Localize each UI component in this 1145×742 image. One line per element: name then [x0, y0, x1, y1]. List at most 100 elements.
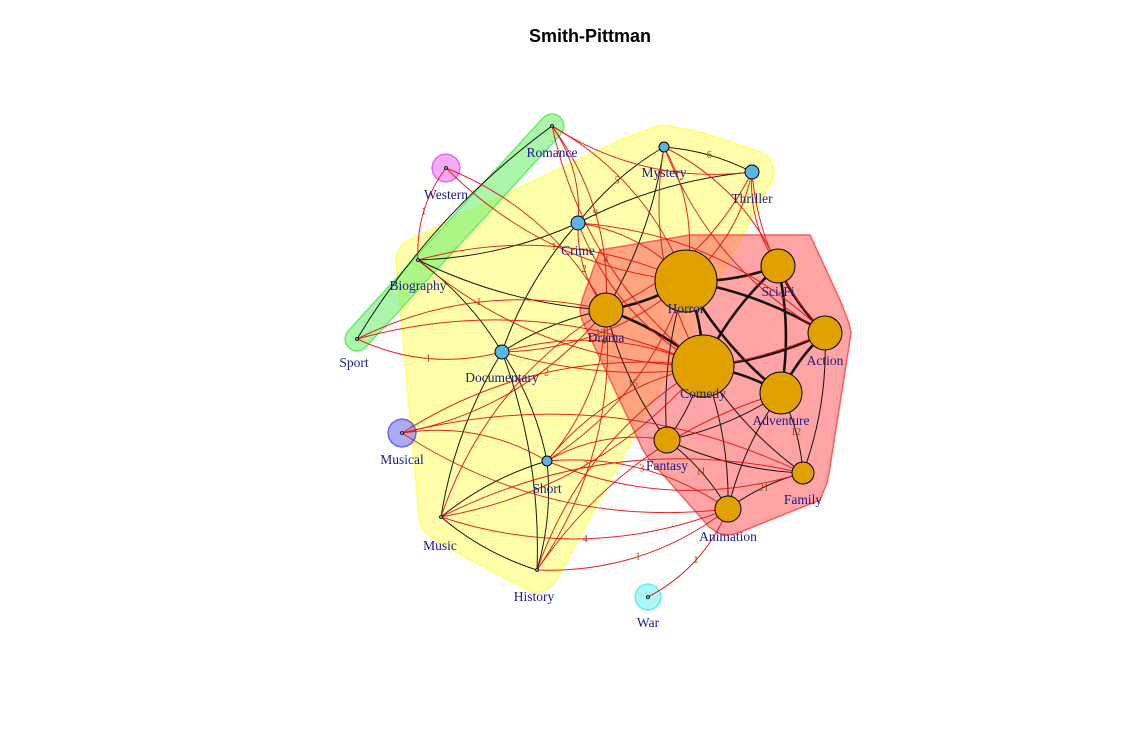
- node-label-family: Family: [784, 492, 823, 507]
- edge-musical-short: [401, 429, 548, 462]
- chart-title: Smith-Pittman: [528, 26, 651, 46]
- edge-sport-drama: [356, 299, 607, 340]
- edge-short-drama: [546, 309, 607, 462]
- node-thriller: [744, 164, 760, 180]
- edge-mystery-thriller: [663, 146, 753, 173]
- edge-weight-label: 4: [601, 336, 606, 347]
- edge-crime-biography: [417, 222, 579, 261]
- edge-weight-label: 1: [551, 241, 556, 252]
- node-label-comedy: Comedy: [680, 386, 726, 401]
- node-war: [646, 595, 650, 599]
- edge-history-comedy: [536, 365, 704, 571]
- edge-history-drama: [536, 309, 609, 571]
- node-mystery: [658, 141, 670, 153]
- edge-thriller-crime: [577, 171, 753, 224]
- edge-weight-label: 3: [639, 464, 644, 475]
- edge-documentary-action: [501, 332, 826, 373]
- edge-music-history: [440, 516, 538, 571]
- node-label-mystery: Mystery: [642, 165, 687, 180]
- node-label-musical: Musical: [380, 452, 424, 467]
- edge-mystery-action: [663, 146, 826, 334]
- edge-music-family: [440, 458, 804, 518]
- edge-weight-label: 2: [582, 264, 587, 275]
- node-crime: [570, 215, 586, 231]
- edge-short-history: [536, 460, 550, 571]
- node-drama: [588, 292, 624, 328]
- edge-documentary-short: [501, 351, 548, 462]
- node-fantasy: [653, 426, 681, 454]
- edge-weight-label: 6: [707, 150, 712, 161]
- node-label-war: War: [637, 615, 660, 630]
- edge-weight-label: 11: [696, 466, 706, 477]
- edge-weight-label: 5: [615, 176, 620, 187]
- node-label-sci-fi: Sci-Fi: [761, 284, 794, 299]
- nodes: [355, 124, 843, 599]
- edge-biography-comedy: [417, 259, 704, 367]
- edge-sport-comedy: [356, 319, 704, 367]
- edge-short-fantasy: [546, 436, 668, 462]
- node-musical: [400, 431, 404, 435]
- edge-biography-drama: [417, 259, 607, 311]
- node-label-music: Music: [423, 538, 457, 553]
- edge-weight-label: 1: [635, 552, 640, 563]
- node-animation: [714, 495, 742, 523]
- edge-weight-label: 12: [791, 427, 801, 438]
- edge-musical-animation: [401, 432, 729, 514]
- edge-music-animation: [440, 508, 729, 540]
- edge-mystery-sci-fi: [663, 146, 779, 267]
- node-western: [444, 166, 448, 170]
- edge-crime-documentary: [501, 222, 579, 353]
- edge-weight-label: 1: [476, 297, 481, 308]
- node-label-action: Action: [807, 353, 844, 368]
- node-label-drama: Drama: [588, 330, 625, 345]
- edge-romance-sport: [356, 125, 553, 340]
- edge-romance-drama: [551, 125, 608, 311]
- node-label-thriller: Thriller: [731, 191, 773, 206]
- edge-weight-label: 21: [759, 482, 769, 493]
- node-family: [791, 461, 815, 485]
- edge-weight-label: 2: [544, 367, 549, 378]
- node-label-animation: Animation: [699, 529, 757, 544]
- edge-weight-label: 1: [421, 206, 426, 217]
- node-label-romance: Romance: [527, 145, 578, 160]
- edge-romance-crime: [551, 125, 580, 224]
- node-history: [535, 568, 539, 572]
- edge-weight-label: 4: [603, 255, 608, 266]
- edge-weight-label: 13: [595, 328, 605, 339]
- edge-history-adventure: [536, 392, 782, 571]
- edge-western-biography: [417, 167, 447, 261]
- node-label-horror: Horror: [668, 301, 705, 316]
- edge-war-animation: [647, 508, 729, 598]
- node-documentary: [494, 344, 510, 360]
- edge-weight-label: 9: [593, 208, 598, 219]
- node-label-sport: Sport: [339, 355, 369, 370]
- edge-music-drama: [440, 309, 607, 518]
- node-label-biography: Biography: [390, 278, 447, 293]
- edge-weight-label: 4: [583, 534, 588, 545]
- node-label-history: History: [514, 589, 555, 604]
- node-sport: [355, 337, 359, 341]
- edge-sport-documentary: [356, 338, 503, 360]
- node-action: [807, 315, 843, 351]
- edge-mystery-crime: [577, 146, 665, 224]
- edge-musical-family: [401, 413, 804, 474]
- node-adventure: [759, 371, 803, 415]
- node-sci-fi: [760, 248, 796, 284]
- node-short: [541, 455, 553, 467]
- edge-romance-comedy: [551, 125, 704, 367]
- edge-musical-comedy: [401, 361, 704, 434]
- node-horror: [654, 249, 718, 313]
- node-label-documentary: Documentary: [465, 370, 539, 385]
- edge-short-animation: [546, 459, 729, 510]
- community-hulls: [344, 113, 852, 611]
- node-label-fantasy: Fantasy: [646, 458, 688, 473]
- edge-weight-label: 1: [693, 555, 698, 566]
- edge-weight-label: 15: [628, 379, 638, 390]
- edge-western-drama: [445, 167, 607, 311]
- node-romance: [550, 124, 554, 128]
- node-biography: [416, 258, 420, 262]
- node-label-short: Short: [532, 481, 562, 496]
- node-label-adventure: Adventure: [753, 413, 810, 428]
